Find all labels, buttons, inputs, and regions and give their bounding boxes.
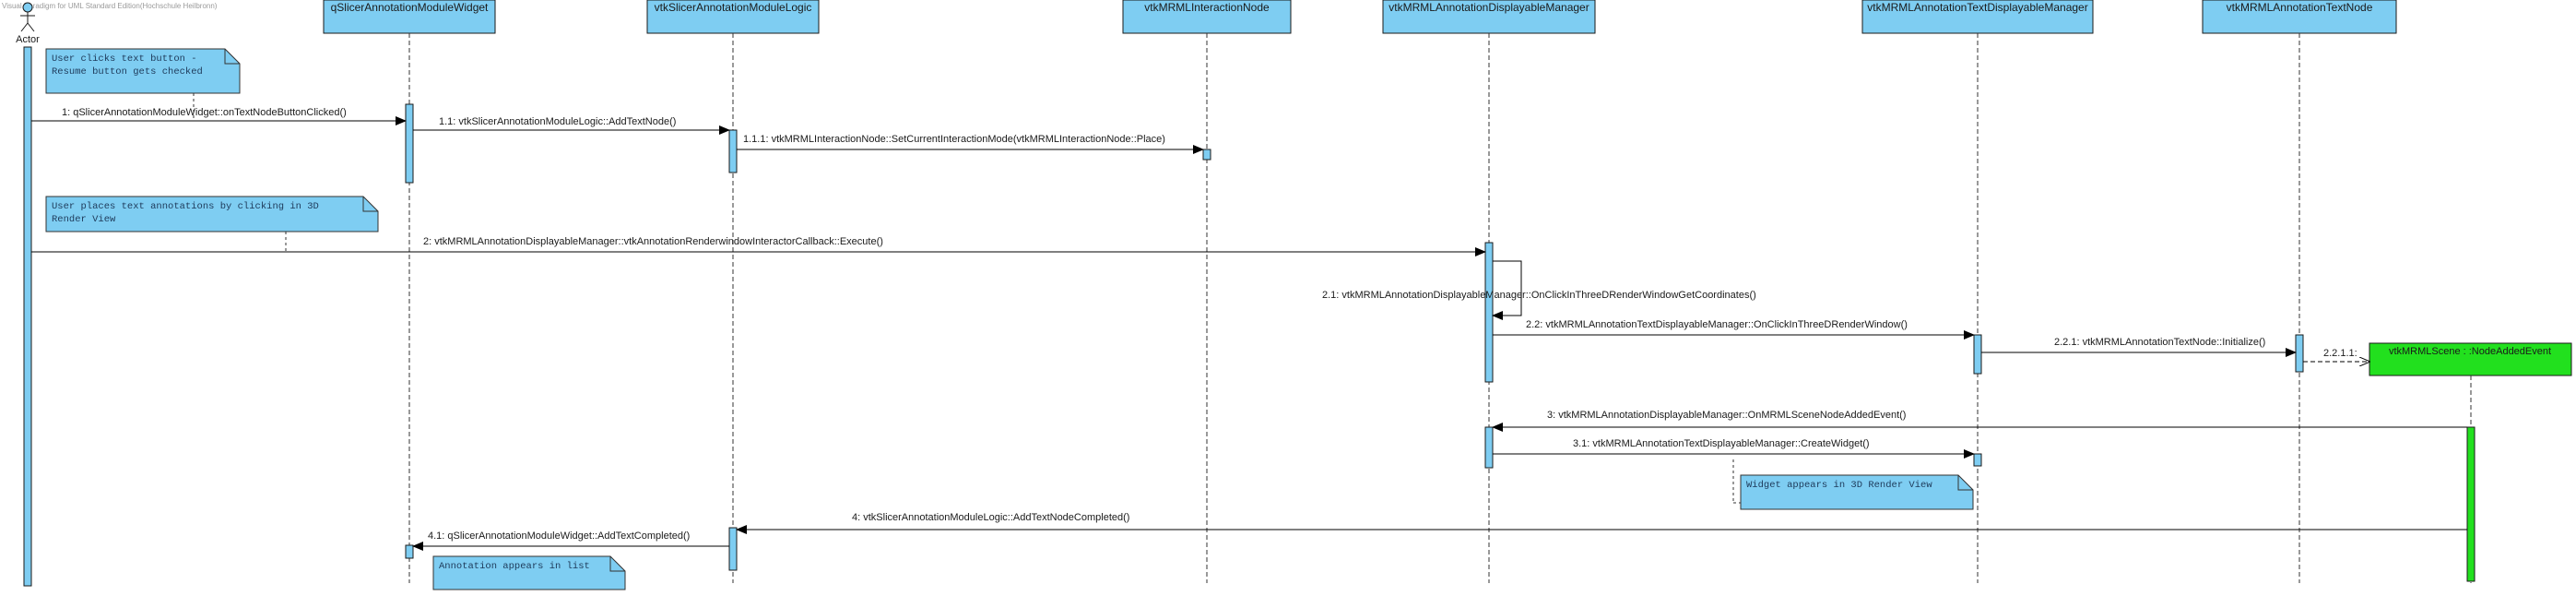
message-2[interactable]: 2: vtkMRMLAnnotationDisplayableManager::… (31, 236, 1486, 256)
scene-object-box[interactable] (2369, 342, 2572, 376)
lifeline-dm: vtkMRMLAnnotationDisplayableManager (1382, 0, 1596, 583)
lifeline-title-widget: qSlicerAnnotationModuleWidget (331, 1, 489, 14)
activation-dm-1 (1484, 242, 1494, 383)
activation-tdm-1 (1973, 334, 1982, 375)
lifeline-widget: qSlicerAnnotationModuleWidget (323, 0, 496, 583)
lifeline-head-tdm[interactable] (1861, 0, 2094, 34)
lifeline-title-logic: vtkSlicerAnnotationModuleLogic (655, 1, 812, 14)
lifeline-title-inode: vtkMRMLInteractionNode (1144, 1, 1270, 14)
message-label: 2.2.1: vtkMRMLAnnotationTextNode::Initia… (2054, 337, 2265, 348)
lifeline-head-dm[interactable] (1382, 0, 1596, 34)
note-text-line: Widget appears in 3D Render View (1746, 480, 1932, 491)
note-text-line: Annotation appears in list (439, 561, 590, 572)
message-label: 2.2: vtkMRMLAnnotationTextDisplayableMan… (1526, 319, 1908, 330)
message-label: 2.1: vtkMRMLAnnotationDisplayableManager… (1322, 290, 1756, 301)
activation-tnode (2295, 334, 2304, 373)
lifeline-title-dm: vtkMRMLAnnotationDisplayableManager (1388, 1, 1589, 14)
activation-tdm-2 (1973, 453, 1982, 467)
message-4-1[interactable]: 4.1: qSlicerAnnotationModuleWidget::AddT… (412, 530, 729, 551)
activation-inode (1202, 149, 1211, 161)
message-1-1-1[interactable]: 1.1.1: vtkMRMLInteractionNode::SetCurren… (737, 134, 1204, 154)
actor: Actor (16, 2, 40, 587)
watermark-text: Visual Paradigm for UML Standard Edition… (2, 2, 218, 10)
message-2-2-1-1[interactable]: 2.2.1.1: (2303, 348, 2369, 362)
activation-widget-2 (405, 544, 414, 559)
message-1-1[interactable]: 1.1: vtkSlicerAnnotationModuleLogic::Add… (413, 116, 730, 135)
lifeline-head-widget[interactable] (323, 0, 496, 34)
lifeline-tnode: vtkMRMLAnnotationTextNode (2202, 0, 2397, 583)
note-text-line: User clicks text button - (52, 54, 197, 65)
actor-label: Actor (16, 34, 40, 45)
lifeline-tdm: vtkMRMLAnnotationTextDisplayableManager (1861, 0, 2094, 583)
message-label: 2: vtkMRMLAnnotationDisplayableManager::… (423, 236, 883, 247)
activation-dm-2 (1484, 426, 1494, 469)
activation-widget-1 (405, 103, 414, 184)
lifeline-scene: vtkMRMLScene : :NodeAddedEvent (2369, 342, 2572, 583)
lifeline-logic: vtkSlicerAnnotationModuleLogic (646, 0, 820, 583)
message-2-1[interactable]: 2.1: vtkMRMLAnnotationDisplayableManager… (1322, 260, 1756, 320)
lifeline-head-tnode[interactable] (2202, 0, 2397, 34)
message-label: 3: vtkMRMLAnnotationDisplayableManager::… (1547, 410, 1906, 421)
message-3[interactable]: 3: vtkMRMLAnnotationDisplayableManager::… (1492, 410, 2467, 432)
message-label: 4.1: qSlicerAnnotationModuleWidget::AddT… (428, 530, 690, 542)
note-text-line: User places text annotations by clicking… (52, 201, 319, 212)
lifeline-head-logic[interactable] (646, 0, 820, 34)
scene-object-title: vtkMRMLScene : :NodeAddedEvent (2389, 346, 2551, 357)
lifeline-title-tnode: vtkMRMLAnnotationTextNode (2227, 1, 2373, 14)
activation-logic-1 (728, 129, 738, 173)
message-label: 1.1.1: vtkMRMLInteractionNode::SetCurren… (743, 134, 1165, 145)
message-label: 4: vtkSlicerAnnotationModuleLogic::AddTe… (852, 512, 1129, 523)
actor-activation (23, 46, 32, 587)
message-4[interactable]: 4: vtkSlicerAnnotationModuleLogic::AddTe… (736, 512, 2467, 534)
message-label: 1.1: vtkSlicerAnnotationModuleLogic::Add… (439, 116, 676, 127)
message-3-1[interactable]: 3.1: vtkMRMLAnnotationTextDisplayableMan… (1493, 438, 1975, 459)
note-4[interactable]: Annotation appears in list (432, 555, 626, 590)
message-label: 3.1: vtkMRMLAnnotationTextDisplayableMan… (1573, 438, 1870, 449)
note-2[interactable]: User places text annotations by clicking… (45, 196, 379, 252)
note-1[interactable]: User clicks text button - Resume button … (45, 48, 241, 121)
lifeline-inode: vtkMRMLInteractionNode (1122, 0, 1292, 583)
note-text-line: Resume button gets checked (52, 66, 203, 77)
note-text-line: Render View (52, 214, 116, 225)
lifeline-title-tdm: vtkMRMLAnnotationTextDisplayableManager (1867, 1, 2087, 14)
note-3[interactable]: Widget appears in 3D Render View (1732, 459, 1974, 510)
scene-activation (2466, 426, 2476, 582)
lifeline-head-inode[interactable] (1122, 0, 1292, 34)
message-label: 1: qSlicerAnnotationModuleWidget::onText… (62, 107, 347, 118)
message-1[interactable]: 1: qSlicerAnnotationModuleWidget::onText… (31, 107, 407, 125)
activation-logic-2 (728, 527, 738, 571)
message-2-2[interactable]: 2.2: vtkMRMLAnnotationTextDisplayableMan… (1493, 319, 1975, 340)
stick-figure-icon (20, 2, 35, 32)
message-label: 2.2.1.1: (2323, 348, 2357, 359)
message-2-2-1[interactable]: 2.2.1: vtkMRMLAnnotationTextNode::Initia… (1981, 337, 2297, 357)
